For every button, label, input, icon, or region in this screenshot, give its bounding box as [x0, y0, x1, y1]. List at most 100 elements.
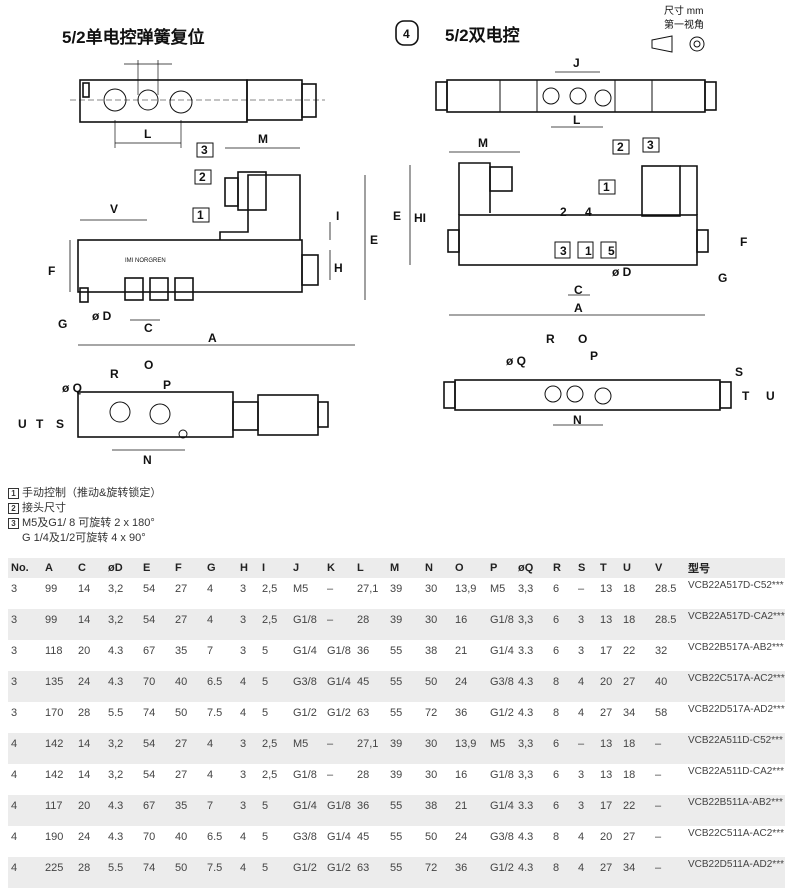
callout-3: 3 [201, 143, 208, 157]
dim-L: L [144, 127, 151, 141]
table-cell: 14 [78, 769, 91, 781]
table-cell: – [324, 733, 354, 764]
table-cell: G1/4 [487, 795, 515, 826]
table-cell: 3,2 [108, 583, 124, 595]
table-cell: 39 [390, 583, 403, 595]
model-cell: VCB22B517A-AB2*** [688, 642, 784, 653]
left-front-view: IMI NORGREN M V A E I H F G ø D C 3 2 1 [48, 132, 378, 346]
right-title: 5/2双电控 [445, 25, 520, 45]
table-cell: 6 [550, 795, 575, 826]
left-title: 5/2单电控弹簧复位 [62, 27, 205, 47]
table-cell: 16 [452, 609, 487, 640]
table-cell: 5.5 [105, 857, 140, 888]
column-header: R [550, 558, 575, 578]
table-cell: 170 [45, 707, 64, 719]
dim-F-right: F [740, 235, 747, 249]
column-header: J [290, 558, 324, 578]
table-cell: M5 [490, 583, 506, 595]
table-cell: 6 [553, 769, 560, 781]
table-cell: 20 [75, 795, 105, 826]
table-cell: 74 [143, 707, 156, 719]
table-cell: 55 [387, 857, 422, 888]
table-cell: 40 [652, 671, 685, 702]
table-cell: 24 [75, 671, 105, 702]
dim-V: V [110, 202, 118, 216]
table-cell: 3 [237, 733, 259, 764]
dim-I: I [336, 209, 339, 223]
table-cell: 4 [240, 831, 247, 843]
legend-text: 接头尺寸 [22, 502, 66, 514]
table-cell: 55 [387, 795, 422, 826]
table-cell: 55 [390, 707, 403, 719]
table-cell: 3,2 [108, 769, 124, 781]
table-cell: – [324, 609, 354, 640]
table-cell: 67 [143, 645, 156, 657]
callout-2-right: 2 [617, 140, 624, 154]
table-cell: 67 [140, 795, 172, 826]
table-cell: 55 [387, 671, 422, 702]
table-cell: 13 [597, 733, 620, 764]
table-cell: 54 [140, 733, 172, 764]
table-cell: G1/4 [327, 831, 351, 843]
left-bottom-view: R O P ø Q U T S N [18, 358, 329, 467]
dim-U-right: U [766, 389, 775, 403]
table-cell: 3 [11, 583, 18, 595]
table-cell: G3/8 [290, 671, 324, 702]
units-label: 尺寸 mm [664, 4, 703, 17]
table-cell: 24 [78, 831, 91, 843]
dim-P: P [163, 378, 171, 392]
table-cell: 27 [620, 671, 652, 702]
table-cell: 14 [78, 583, 91, 595]
table-cell: 38 [422, 795, 452, 826]
table-cell: 39 [390, 769, 403, 781]
table-cell: 142 [45, 769, 64, 781]
table-cell: 45 [354, 671, 387, 702]
table-cell: G1/2 [327, 707, 351, 719]
table-cell: 3.3 [515, 795, 550, 826]
table-cell: 3 [237, 795, 259, 826]
table-cell: 6.5 [207, 831, 223, 843]
dim-J: J [573, 56, 580, 70]
table-cell: 142 [42, 733, 75, 764]
table-cell: G1/4 [324, 671, 354, 702]
table-cell: 14 [75, 609, 105, 640]
dim-R-right: R [546, 332, 555, 346]
table-cell: 27 [175, 583, 188, 595]
table-cell: 5.5 [108, 707, 124, 719]
table-cell: – [578, 583, 585, 595]
dim-O: O [144, 358, 153, 372]
dim-T: T [36, 417, 44, 431]
projection-icon [651, 35, 673, 53]
table-cell: 39 [387, 733, 422, 764]
table-cell: 45 [357, 831, 370, 843]
table-cell: 27,1 [357, 583, 379, 595]
dim-N: N [143, 453, 152, 467]
table-cell: 4 [575, 857, 597, 888]
table-cell: 13,9 [455, 583, 477, 595]
table-cell: 5 [262, 645, 269, 657]
table-cell: 13,9 [452, 733, 487, 764]
column-header: N [422, 558, 452, 578]
table-cell: 3 [240, 769, 247, 781]
table-cell: G1/4 [490, 645, 514, 657]
port-1: 1 [585, 244, 592, 258]
legend-num: 1 [8, 488, 19, 499]
column-header: øQ [515, 558, 550, 578]
table-cell: M5 [290, 733, 324, 764]
table-cell: 190 [45, 831, 64, 843]
dim-M-right: M [478, 136, 488, 150]
table-cell: G1/4 [290, 795, 324, 826]
table-cell: 36 [452, 857, 487, 888]
dim-G: G [58, 317, 67, 331]
table-cell: 8 [553, 707, 560, 719]
table-cell: 28.5 [655, 583, 677, 595]
table-cell: 32 [655, 645, 668, 657]
column-header: A [42, 558, 75, 578]
dim-L-right: L [573, 113, 580, 127]
table-cell: 5 [259, 795, 290, 826]
table-cell: – [655, 831, 662, 843]
table-cell: 54 [143, 769, 156, 781]
